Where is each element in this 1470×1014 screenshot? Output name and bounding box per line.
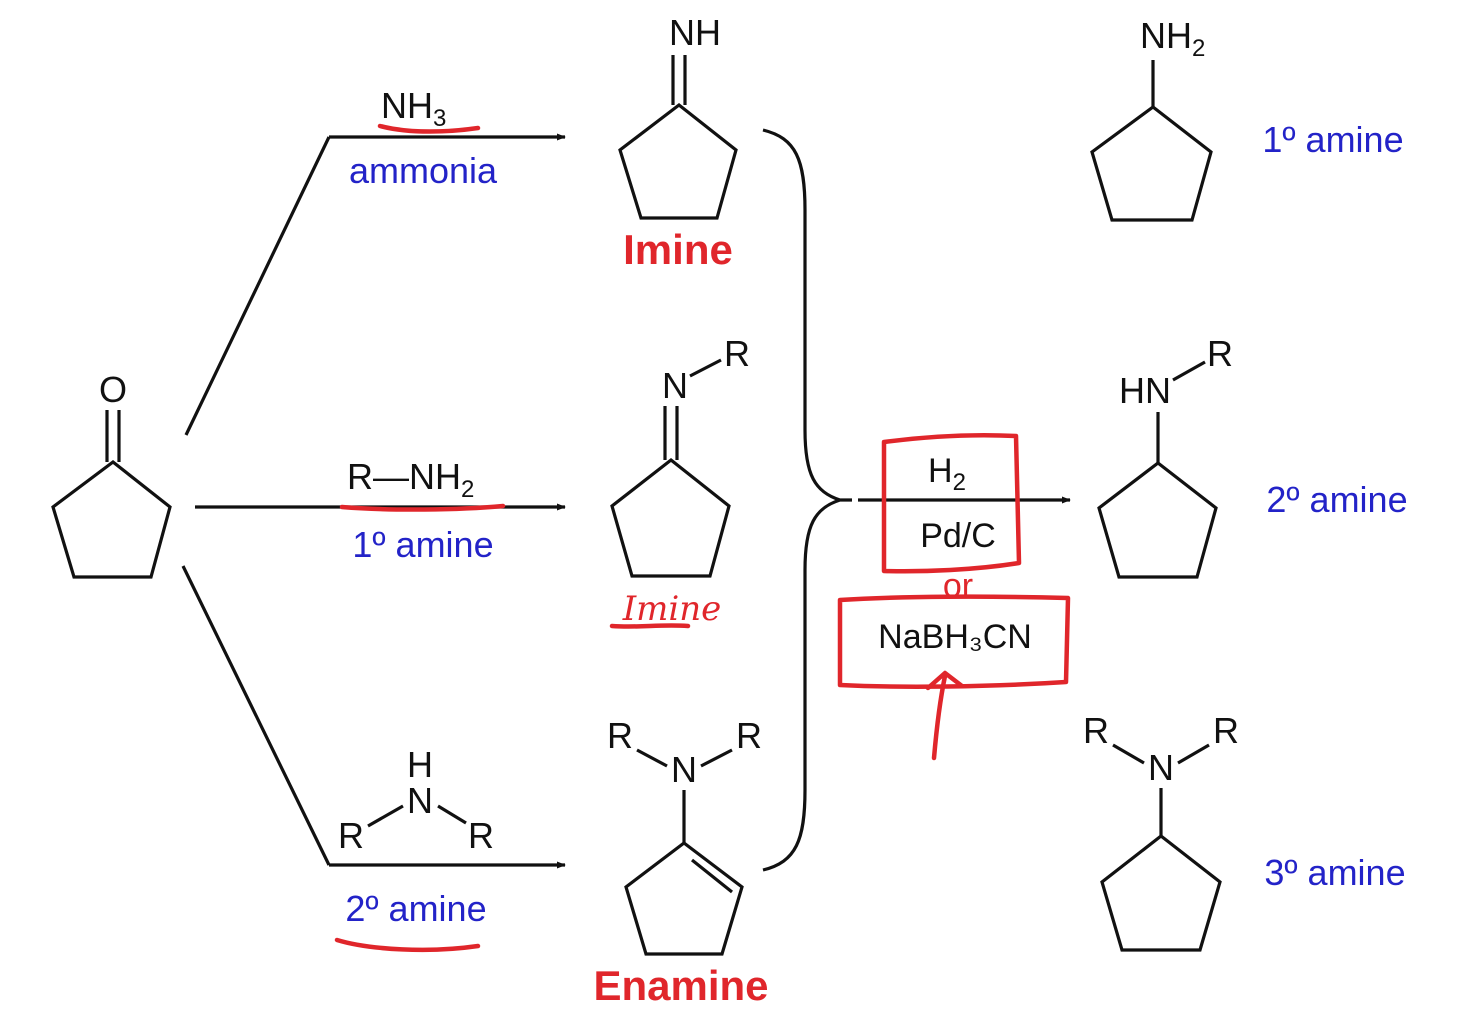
n-imine-ring [610,457,731,578]
enamine-n-atom: N [671,749,697,790]
secondary-amine-h: H [407,744,433,785]
path-line-upper [184,136,331,436]
product-tertiary-label: 3º amine [1264,852,1405,893]
n-imine-handwritten-label: Imine [622,589,722,629]
n-imine-r-bond [689,358,722,378]
secondary-amine-bond-right [437,804,467,825]
enamine-bond-right [700,748,733,768]
secondary-amine-bond-left [367,804,404,828]
primary-amine-formula: R—NH2 [347,456,474,503]
oxygen-atom: O [99,369,127,410]
secondary-amine-label: 2º amine [345,888,486,929]
primary-amine-label: 1º amine [352,524,493,565]
primary-amine-product: NH2 [1090,15,1213,222]
pd-box-highlight [881,433,1022,574]
enamine-bond-left [636,748,668,768]
n-substituted-imine: N R [610,333,750,578]
enamine-r-left: R [607,715,633,756]
product-primary-nh2: NH2 [1140,15,1205,62]
enamine-intermediate: R R N [607,715,762,956]
borohydride-reagent: NaBH₃CN [878,618,1032,656]
secondary-amine-structure: H N R R [338,744,494,856]
secondary-amine-n: N [407,780,433,821]
merge-brace [762,128,852,872]
imine-ring [618,102,738,220]
product-tertiary-bond-left [1112,743,1145,765]
product-tertiary-r-right: R [1213,710,1239,751]
product-tertiary-n: N [1148,747,1174,788]
secondary-amine-underline [334,937,481,953]
enamine-double-bond [691,858,733,894]
path-line-lower [181,565,331,866]
catalyst-reagent: Pd/C [920,517,996,555]
product-secondary-ring [1097,460,1218,579]
ammonia-underline [377,123,481,134]
imine-label: Imine [623,226,733,273]
product-secondary-r-bond [1172,360,1206,382]
enamine-r-right: R [736,715,762,756]
n-imine-r: R [724,333,750,374]
product-secondary-label: 2º amine [1266,479,1407,520]
secondary-amine-r-right: R [468,815,494,856]
enamine-label: Enamine [593,962,768,1009]
product-tertiary-r-left: R [1083,710,1109,751]
imine-intermediate: NH [618,12,738,220]
cyclopentanone: O [51,369,172,579]
primary-amine-underline [339,503,506,512]
n-imine-n-atom: N [662,365,688,406]
hydrogen-reagent: H2 [928,452,966,496]
product-secondary-r: R [1207,333,1233,374]
product-tertiary-ring [1100,833,1222,952]
product-primary-label: 1º amine [1262,119,1403,160]
imine-nh-atom: NH [669,12,721,53]
product-secondary-hn: HN [1119,370,1171,411]
or-connector: or [943,567,973,605]
product-primary-ring [1090,104,1213,222]
borohydride-box-highlight [837,594,1071,689]
cyclopentanone-ring [51,459,172,579]
ammonia-label: ammonia [349,150,498,191]
enamine-ring [624,840,744,956]
borohydride-pointer-arrow [925,670,965,761]
secondary-amine-product: HN R [1097,333,1233,579]
n-imine-handwritten-underline [609,623,691,629]
secondary-amine-r-left: R [338,815,364,856]
product-tertiary-bond-right [1177,743,1210,765]
ammonia-formula: NH3 [381,85,446,132]
tertiary-amine-product: R R N [1083,710,1239,952]
